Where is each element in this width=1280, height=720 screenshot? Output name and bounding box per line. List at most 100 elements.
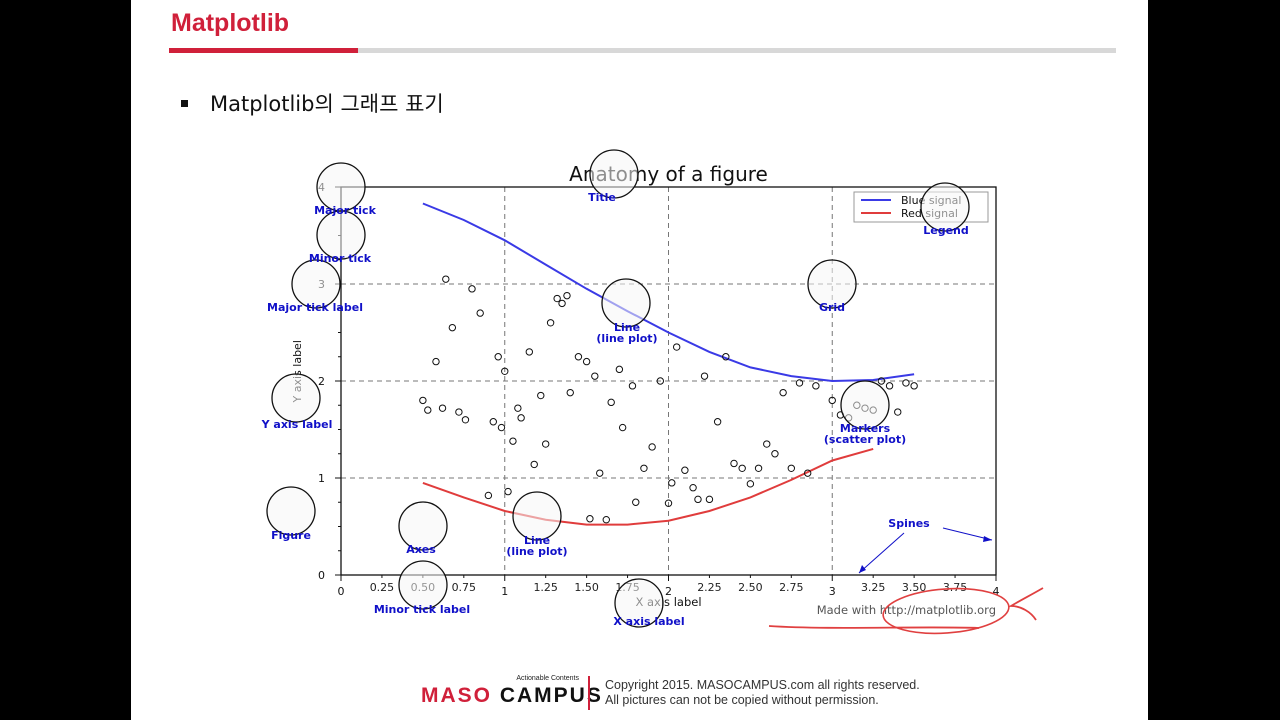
annotation-label-3: Y axis label — [261, 418, 333, 431]
masocampus-logo: Actionable Contents MASO CAMPUS — [421, 674, 601, 714]
minor-xtick-label-0: 0.25 — [370, 581, 395, 594]
minor-xtick-label-11: 3.75 — [943, 581, 968, 594]
major-xtick-label-0: 0 — [338, 585, 345, 598]
minor-xtick-label-3: 1.25 — [533, 581, 558, 594]
annotation-label-14: X axis label — [613, 615, 684, 628]
scatter-marker-58 — [779, 388, 787, 397]
spines-arrowhead-left-icon — [859, 565, 866, 573]
scatter-marker-61 — [803, 469, 812, 477]
annotation-ring-2 — [291, 259, 341, 309]
annotation-line-11-1: (scatter plot) — [824, 433, 906, 446]
scatter-marker-0 — [419, 396, 427, 405]
annotation-line-3-0: Y axis label — [261, 418, 333, 431]
scatter-marker-4 — [442, 275, 450, 283]
annotation-ring-4 — [266, 486, 316, 536]
scatter-marker-24 — [553, 294, 561, 303]
annotation-line-12-0: Spines — [888, 517, 930, 530]
annotation-ring-12 — [398, 560, 448, 610]
annotation-line-6-0: Line — [524, 534, 550, 547]
ytick-label-1: 1 — [318, 472, 325, 485]
scatter-marker-6 — [455, 408, 463, 416]
minor-xtick-label-9: 3.25 — [861, 581, 886, 594]
scatter-marker-71 — [894, 408, 902, 416]
annotation-label-13: Minor tick label — [374, 603, 470, 616]
major-xtick-label-3: 3 — [829, 585, 836, 598]
scatter-marker-12 — [494, 353, 502, 361]
scatter-marker-46 — [689, 484, 697, 492]
scatter-marker-48 — [700, 372, 709, 380]
scatter-marker-17 — [514, 404, 522, 412]
ytick-label-2: 2 — [318, 375, 325, 388]
scatter-marker-5 — [448, 323, 457, 332]
scatter-marker-25 — [558, 299, 566, 308]
scatter-marker-41 — [656, 377, 665, 385]
scatter-marker-34 — [607, 398, 615, 407]
annotation-label-6: Line(line plot) — [506, 534, 567, 558]
annotation-line-11-0: Markers — [840, 422, 891, 435]
annotation-line-13-0: Minor tick label — [374, 603, 470, 616]
minor-xtick-label-4: 1.50 — [574, 581, 599, 594]
minor-xtick-label-8: 2.75 — [779, 581, 804, 594]
annotation-label-12: Spines — [888, 517, 930, 530]
slide: Matplotlib Matplotlib의 그래프 표기 0 1 2 3 4 0.25 0… — [131, 0, 1148, 720]
permission-line: All pictures can not be copied without p… — [605, 693, 879, 707]
scatter-marker-9 — [476, 309, 484, 317]
scatter-marker-18 — [517, 414, 525, 422]
scatter-marker-35 — [615, 365, 624, 374]
scatter-marker-20 — [530, 460, 538, 469]
scatter-marker-49 — [705, 495, 714, 504]
annotation-label-1: Minor tick — [309, 252, 372, 265]
scatter-marker-42 — [664, 499, 673, 507]
footer-copyright: Copyright 2015. MASOCAMPUS.com all right… — [605, 678, 920, 708]
annotation-ring-6 — [512, 491, 562, 541]
annotation-ring-8 — [589, 149, 639, 199]
annotation-label-4: Figure — [271, 529, 311, 542]
major-xtick-label-4: 4 — [993, 585, 1000, 598]
scatter-marker-23 — [546, 319, 555, 327]
annotation-line-10-0: Grid — [819, 301, 845, 314]
scatter-marker-70 — [885, 382, 894, 390]
scatter-marker-73 — [910, 382, 918, 390]
red-underline-stroke — [768, 625, 980, 629]
annotation-line-14-0: X axis label — [613, 615, 684, 628]
bullet-text: Matplotlib의 그래프 표기 — [210, 92, 444, 116]
series-line-1 — [422, 447, 874, 526]
copyright-line: Copyright 2015. MASOCAMPUS.com all right… — [605, 678, 920, 692]
minor-xtick-label-7: 2.50 — [738, 581, 763, 594]
scatter-marker-69 — [877, 377, 886, 385]
scatter-marker-55 — [754, 464, 763, 472]
scatter-marker-53 — [738, 464, 746, 472]
minor-xtick-label-2: 0.75 — [452, 581, 477, 594]
spines-arrowhead-right-icon — [983, 536, 992, 542]
annotation-ring-11 — [840, 380, 890, 430]
annotation-label-8: Title — [588, 191, 616, 204]
scatter-marker-28 — [574, 353, 583, 361]
scatter-marker-31 — [591, 372, 599, 380]
red-arrow-stroke — [1007, 587, 1044, 621]
ytick-label-0: 0 — [318, 569, 325, 582]
scatter-marker-21 — [537, 391, 545, 400]
annotation-label-5: Axes — [406, 543, 436, 556]
annotation-line-9-0: Legend — [923, 224, 969, 237]
scatter-marker-19 — [525, 348, 534, 356]
annotation-ring-9 — [920, 182, 970, 232]
scatter-marker-54 — [746, 480, 755, 488]
scatter-marker-36 — [618, 423, 627, 432]
annotation-label-0: Major tick — [314, 204, 377, 217]
annotation-label-2: Major tick label — [267, 301, 363, 314]
scatter-marker-47 — [694, 495, 702, 504]
logo-tagline: Actionable Contents — [516, 675, 579, 682]
title-rule-accent — [169, 48, 358, 53]
title-rule — [358, 48, 1116, 53]
scatter-marker-39 — [640, 464, 648, 472]
major-xtick-label-1: 1 — [501, 585, 508, 598]
series-line-0 — [422, 202, 915, 383]
scatter-marker-13 — [497, 423, 506, 432]
annotation-ring-7 — [601, 278, 651, 328]
annotation-line-7-0: Line — [614, 321, 640, 334]
logo-wordmark: MASO CAMPUS — [421, 684, 603, 708]
slide-title: Matplotlib — [171, 9, 290, 37]
annotation-ring-1 — [316, 210, 366, 260]
scatter-marker-7 — [461, 416, 470, 424]
scatter-marker-52 — [730, 459, 738, 468]
